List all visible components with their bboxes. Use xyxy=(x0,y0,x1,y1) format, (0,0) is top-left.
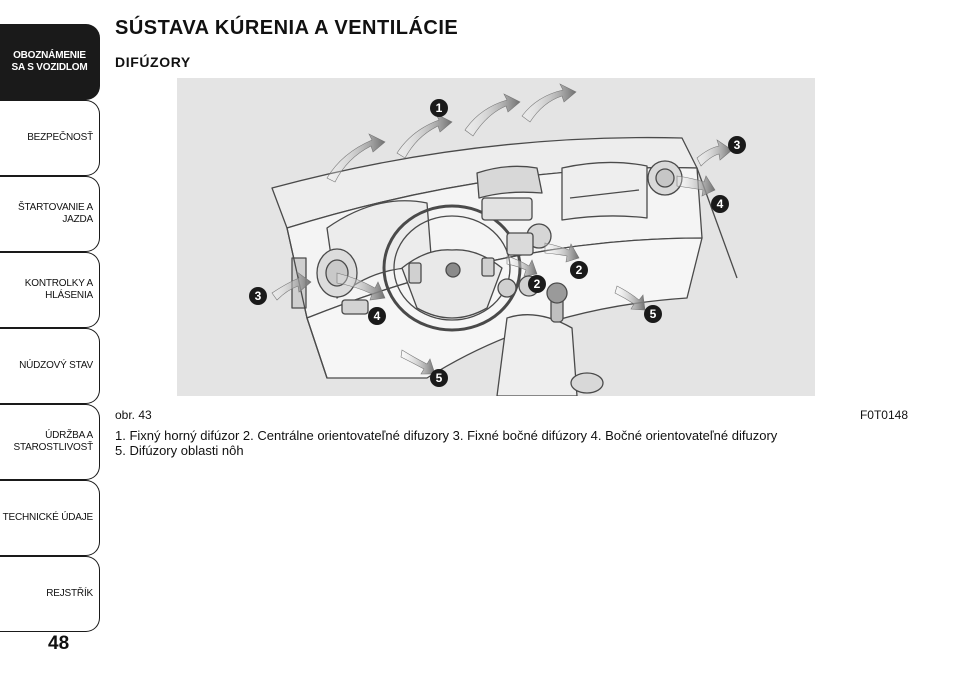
figure-code: F0T0148 xyxy=(859,408,908,422)
svg-text:5: 5 xyxy=(436,371,443,385)
callout-4-right: 4 xyxy=(711,195,729,213)
sidebar-nav: OBOZNÁMENIE SA S VOZIDLOM BEZPEČNOSŤ ŠTA… xyxy=(0,24,100,632)
svg-text:4: 4 xyxy=(374,309,381,323)
svg-text:3: 3 xyxy=(255,289,262,303)
svg-text:2: 2 xyxy=(534,277,541,291)
dashboard-drawing: 1 3 4 2 2 3 4 5 5 xyxy=(249,83,746,396)
tab-technicke-udaje[interactable]: TECHNICKÉ ÚDAJE xyxy=(0,480,100,556)
section-title: SÚSTAVA KÚRENIA A VENTILÁCIE xyxy=(115,17,459,39)
callout-2-right: 2 xyxy=(570,261,588,279)
tab-udrzba[interactable]: ÚDRŽBA A STAROSTLIVOSŤ xyxy=(0,404,100,480)
svg-text:4: 4 xyxy=(717,197,724,211)
tab-startovanie[interactable]: ŠTARTOVANIE A JAZDA xyxy=(0,176,100,252)
callout-1: 1 xyxy=(430,99,448,117)
callout-5-right: 5 xyxy=(644,305,662,323)
callout-2-left: 2 xyxy=(528,275,546,293)
tab-kontrolky[interactable]: KONTROLKY A HLÁSENIA xyxy=(0,252,100,328)
callout-4-left: 4 xyxy=(368,307,386,325)
svg-text:3: 3 xyxy=(734,138,741,152)
subsection-title: DIFÚZORY xyxy=(115,54,191,70)
svg-text:1: 1 xyxy=(436,101,443,115)
tab-bezpecnost[interactable]: BEZPEČNOSŤ xyxy=(0,100,100,176)
dashboard-illustration: 1 3 4 2 2 3 4 5 5 xyxy=(177,78,815,396)
tab-nudzovy-stav[interactable]: NÚDZOVÝ STAV xyxy=(0,328,100,404)
callout-3-right: 3 xyxy=(728,136,746,154)
page-number: 48 xyxy=(48,633,70,654)
airflow-arrows xyxy=(271,83,733,375)
svg-text:2: 2 xyxy=(576,263,583,277)
figure-caption: 1. Fixný horný difúzor 2. Centrálne orie… xyxy=(115,428,915,458)
figure-label: obr. 43 xyxy=(115,408,152,422)
dashboard-outline xyxy=(271,136,738,396)
svg-text:5: 5 xyxy=(650,307,657,321)
callouts: 1 3 4 2 2 3 4 5 5 xyxy=(249,99,746,387)
tab-oboznamenie[interactable]: OBOZNÁMENIE SA S VOZIDLOM xyxy=(0,24,100,100)
callout-3-left: 3 xyxy=(249,287,267,305)
caption-line-2: 5. Difúzory oblasti nôh xyxy=(115,443,244,458)
tab-rejstrik[interactable]: REJSTŘÍK xyxy=(0,556,100,632)
callout-5-left: 5 xyxy=(430,369,448,387)
caption-line-1: 1. Fixný horný difúzor 2. Centrálne orie… xyxy=(115,428,778,443)
